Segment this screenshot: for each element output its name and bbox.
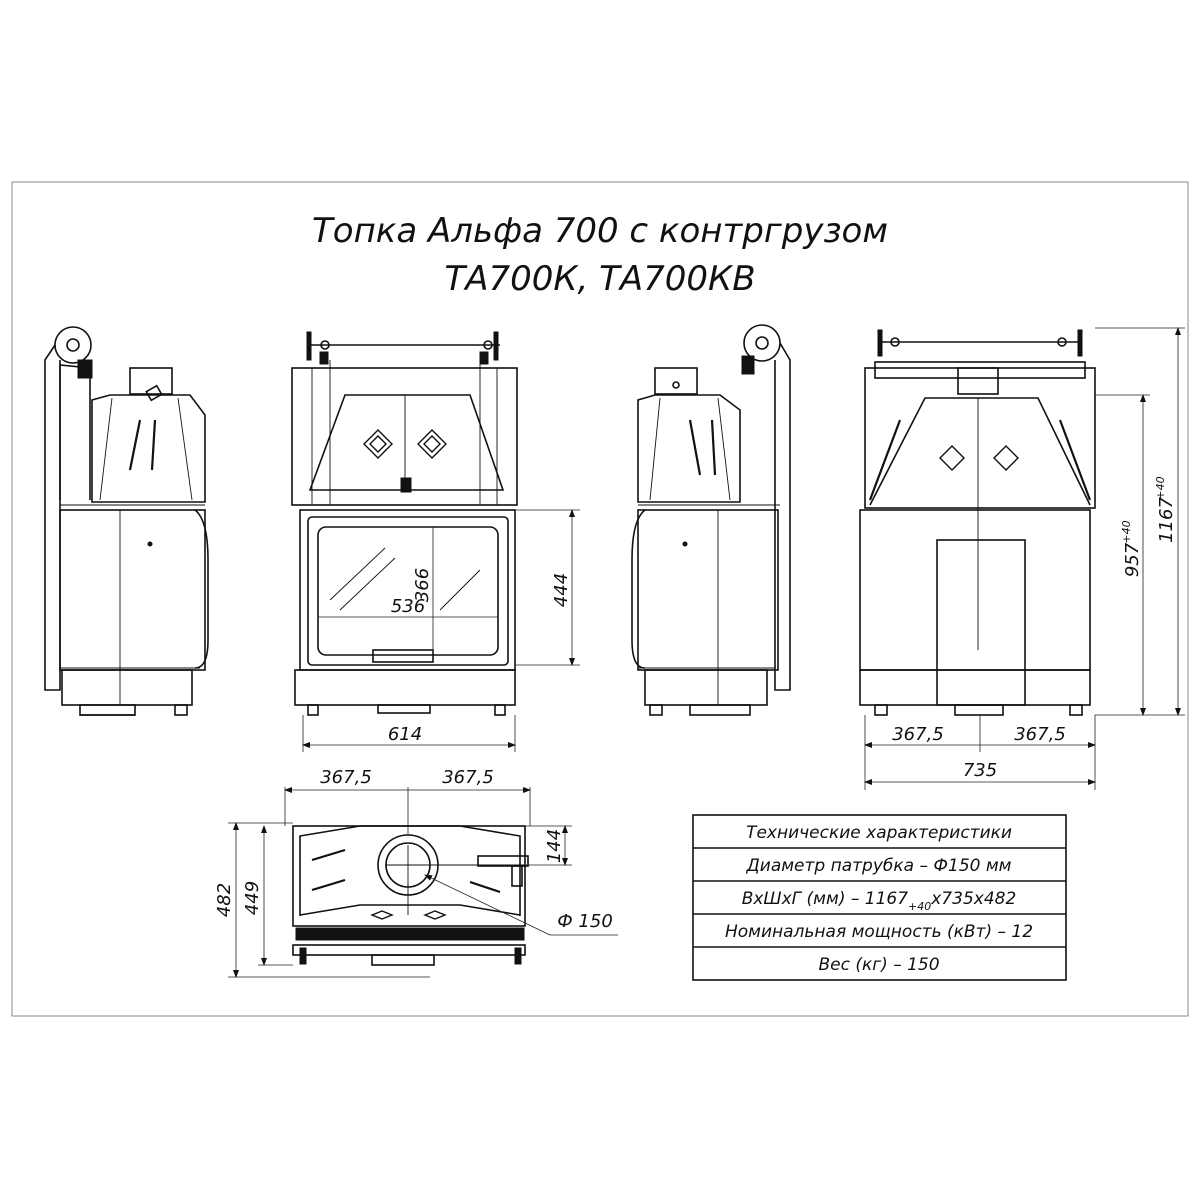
dim-glass-width: 536 bbox=[391, 596, 425, 617]
drawing-title: Топка Альфа 700 с контргрузом bbox=[312, 211, 888, 251]
dim-height-957: 957 bbox=[1122, 542, 1143, 577]
spec-row-flue: Диаметр патрубка – Ф150 мм bbox=[745, 856, 1011, 876]
dim-depth-482: 482 bbox=[214, 883, 235, 917]
spec-row-weight: Вес (кг) – 150 bbox=[818, 955, 939, 975]
specs-table: Технические характеристики Диаметр патру… bbox=[692, 814, 1067, 981]
dim-rear-half-left: 367,5 bbox=[892, 724, 944, 745]
dim-top-half-right: 367,5 bbox=[442, 767, 494, 788]
dim-height-1167-tol: +40 bbox=[1154, 476, 1167, 499]
dim-door-height: 444 bbox=[551, 573, 572, 607]
front-view: 366 536 444 614 bbox=[291, 331, 580, 752]
rear-view: 367,5 367,5 735 957 +40 1167 +40 bbox=[859, 327, 1185, 790]
side-view-right bbox=[631, 324, 791, 716]
spec-row-power: Номинальная мощность (кВт) – 12 bbox=[725, 922, 1033, 942]
drawing-subtitle: ТА700К, ТА700КВ bbox=[444, 259, 755, 299]
dim-flue-diameter: Ф 150 bbox=[557, 911, 613, 932]
dim-top-half-left: 367,5 bbox=[320, 767, 372, 788]
dim-depth-449: 449 bbox=[242, 881, 263, 915]
sheet-frame bbox=[11, 181, 1189, 1017]
specs-header: Технические характеристики bbox=[746, 823, 1012, 843]
dim-glass-height: 366 bbox=[412, 568, 433, 602]
spec-row-dimensions-main: ВхШхГ (мм) – 1167 bbox=[742, 889, 909, 909]
dim-rear-half-right: 367,5 bbox=[1014, 724, 1066, 745]
dim-rear-total: 735 bbox=[963, 760, 997, 781]
dim-front-width: 614 bbox=[388, 724, 422, 745]
spec-row-dimensions-rest: х735х482 bbox=[930, 889, 1016, 909]
dim-height-957-tol: +40 bbox=[1120, 520, 1133, 543]
spec-row-dimensions: ВхШхГ (мм) – 1167+40х735х482 bbox=[742, 889, 1017, 913]
dim-height-1167: 1167 bbox=[1156, 497, 1177, 543]
side-view-left bbox=[44, 326, 209, 716]
spec-row-dimensions-tol: +40 bbox=[908, 900, 931, 913]
top-view: 367,5 367,5 482 449 144 Ф 150 bbox=[214, 767, 618, 978]
dim-offset-144: 144 bbox=[544, 829, 565, 863]
